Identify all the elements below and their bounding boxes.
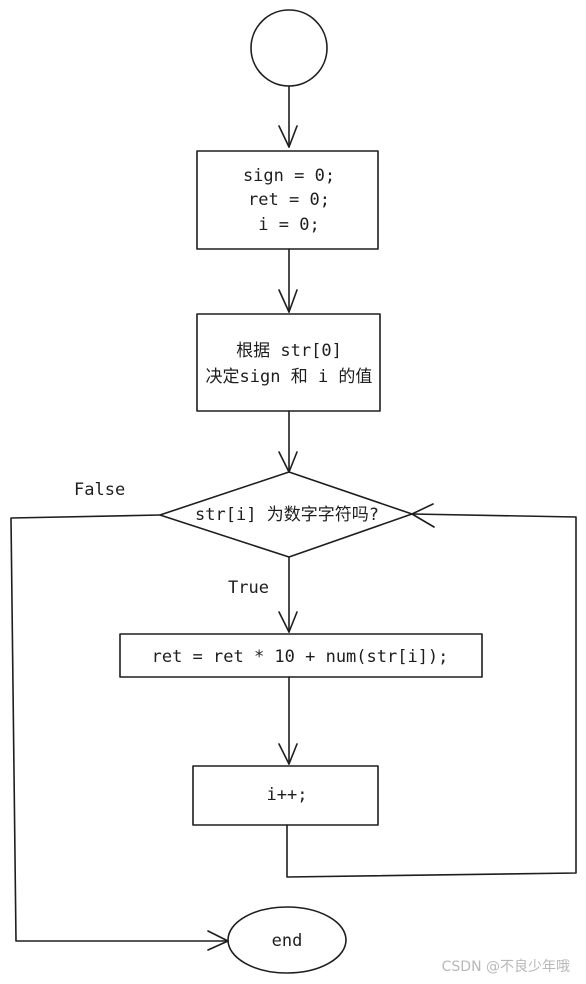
sign-box — [196, 313, 381, 412]
sign-box-line-2: 决定sign 和 i 的值 — [206, 367, 373, 387]
init-line-1: sign = 0; — [243, 166, 335, 186]
increment-box — [192, 765, 379, 826]
arrow-loop-back — [286, 503, 577, 878]
start-node — [250, 9, 328, 87]
condition-text: str[i] 为数字字符吗? — [195, 505, 379, 525]
watermark: CSDN @不良少年哦 — [441, 959, 570, 975]
end-node — [227, 906, 347, 974]
arrow-start-to-init — [278, 85, 298, 148]
false-label: False — [74, 480, 125, 500]
compute-text: ret = ret * 10 + num(str[i]); — [152, 647, 449, 667]
end-text: end — [272, 931, 303, 951]
compute-box — [119, 633, 483, 678]
init-box — [196, 150, 379, 250]
init-line-2: ret = 0; — [248, 190, 330, 210]
arrow-init-to-sign — [278, 248, 298, 313]
arrow-sign-to-condition — [278, 410, 298, 473]
true-label: True — [228, 578, 269, 598]
arrow-condition-to-compute — [278, 556, 298, 633]
arrow-false-to-end — [10, 514, 229, 951]
arrow-compute-to-increment — [278, 676, 298, 765]
sign-box-line-1: 根据 str[0] — [236, 341, 342, 361]
increment-text: i++; — [267, 785, 308, 805]
init-line-3: i = 0; — [258, 215, 319, 235]
